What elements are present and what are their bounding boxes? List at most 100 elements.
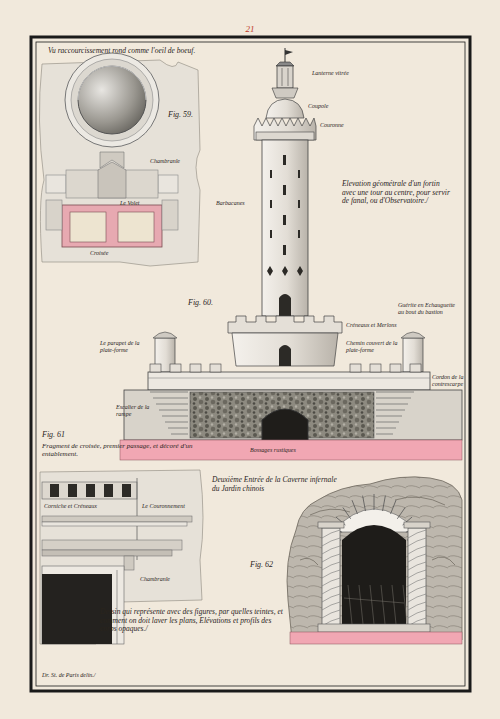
drawing-stroke	[408, 602, 426, 610]
drawing-stroke	[228, 316, 342, 333]
drawing-stroke	[403, 338, 423, 372]
drawing-stroke	[408, 528, 426, 626]
drawing-stroke	[282, 68, 283, 86]
drawing-stroke	[408, 570, 426, 578]
drawing-stroke	[279, 345, 291, 366]
drawing-stroke	[39, 60, 200, 266]
drawing-stroke	[363, 496, 366, 511]
drawing-stroke	[318, 624, 430, 632]
drawing-stroke	[42, 540, 182, 550]
drawing-stroke	[124, 390, 462, 440]
fig60-fortin-tower	[120, 48, 462, 460]
drawing-stroke	[283, 185, 286, 195]
annotation-label: Le parapet de la plate-forme	[100, 340, 152, 354]
drawing-stroke	[408, 610, 426, 618]
drawing-stroke	[42, 522, 187, 526]
annotation-label: Corniche et Créneaux	[44, 503, 124, 510]
drawing-stroke	[376, 416, 402, 417]
drawing-stroke	[42, 550, 172, 556]
drawing-stroke	[282, 266, 288, 276]
drawing-stroke	[408, 578, 426, 586]
drawing-stroke	[256, 132, 314, 140]
drawing-stroke	[276, 62, 294, 66]
drawing-stroke	[383, 496, 386, 511]
drawing-stroke	[31, 37, 470, 691]
drawing-stroke	[168, 428, 188, 429]
drawing-stroke	[156, 404, 188, 405]
annotation-label: Deuxième Entrée de la Caverne infernale …	[212, 476, 342, 493]
annotation-label: Dr. St. de Paris delin./	[42, 672, 162, 679]
annotation-label: Lanterne vitrée	[312, 70, 372, 77]
drawing-stroke	[150, 392, 188, 393]
drawing-stroke	[270, 230, 272, 238]
drawing-stroke	[376, 398, 411, 399]
annotation-label: Fig. 60.	[188, 298, 228, 307]
annotation-label: Chambranle	[140, 576, 192, 583]
drawing-stroke	[283, 245, 286, 255]
drawing-stroke	[376, 434, 393, 435]
drawing-stroke	[322, 570, 340, 578]
drawing-stroke	[285, 50, 293, 55]
drawing-stroke	[298, 230, 300, 238]
drawing-stroke	[397, 507, 405, 518]
drawing-stroke	[50, 484, 59, 497]
drawing-stroke	[288, 68, 289, 86]
drawing-stroke	[318, 522, 344, 528]
drawing-stroke	[170, 364, 181, 372]
drawing-stroke	[322, 538, 340, 546]
annotation-label: Chambranle	[150, 158, 196, 165]
drawing-stroke	[42, 516, 192, 522]
drawing-stroke	[342, 525, 406, 624]
drawing-stroke	[104, 484, 113, 497]
drawing-stroke	[150, 392, 414, 434]
annotation-label: Dessin qui représente avec des figures, …	[100, 608, 285, 634]
drawing-stroke	[190, 364, 201, 372]
drawing-stroke	[42, 482, 137, 499]
drawing-stroke	[344, 598, 404, 603]
drawing-stroke	[298, 170, 300, 178]
drawing-stroke	[370, 585, 374, 624]
drawing-stroke	[408, 562, 426, 570]
drawing-stroke	[150, 364, 161, 372]
drawing-stroke	[297, 266, 303, 276]
drawing-stroke	[410, 364, 421, 372]
drawing-stroke	[408, 554, 426, 562]
drawing-stroke	[159, 410, 188, 411]
drawing-stroke	[348, 585, 352, 624]
drawing-stroke	[78, 66, 146, 100]
drawing-stroke	[392, 585, 396, 624]
drawing-stroke	[359, 585, 363, 624]
drawing-stroke	[352, 500, 358, 514]
drawing-stroke	[376, 404, 408, 405]
annotation-label: Escalier de la rampe	[116, 404, 150, 418]
page-number: 21	[230, 24, 270, 34]
drawing-stroke	[322, 578, 340, 586]
drawing-stroke	[124, 556, 134, 570]
drawing-stroke	[408, 530, 426, 538]
drawing-stroke	[254, 118, 316, 140]
drawing-stroke	[62, 205, 162, 247]
drawing-stroke	[153, 332, 177, 338]
drawing-stroke	[78, 66, 146, 134]
drawing-stroke	[36, 42, 465, 686]
drawing-stroke	[270, 170, 272, 178]
drawing-stroke	[322, 602, 340, 610]
annotation-label: Cordon de la contrescarpe	[432, 374, 464, 388]
drawing-stroke	[65, 53, 159, 147]
drawing-stroke	[262, 409, 308, 440]
annotation-label: Le Couronnement	[142, 503, 200, 510]
annotation-label: Couronne	[320, 122, 360, 129]
drawing-stroke	[162, 416, 188, 417]
drawing-stroke	[70, 212, 106, 242]
drawing-stroke	[408, 546, 426, 554]
fig62-cave-entrance	[287, 477, 462, 644]
drawing-stroke	[50, 484, 131, 497]
annotation-label: Fig. 62	[250, 560, 290, 569]
drawing-stroke	[122, 484, 131, 497]
drawing-stroke	[381, 585, 385, 624]
drawing-stroke	[350, 364, 361, 372]
drawing-stroke	[272, 88, 298, 98]
annotation-label: Elevation géométrale d'un fortin avec un…	[342, 180, 454, 206]
drawing-stroke	[171, 434, 188, 435]
